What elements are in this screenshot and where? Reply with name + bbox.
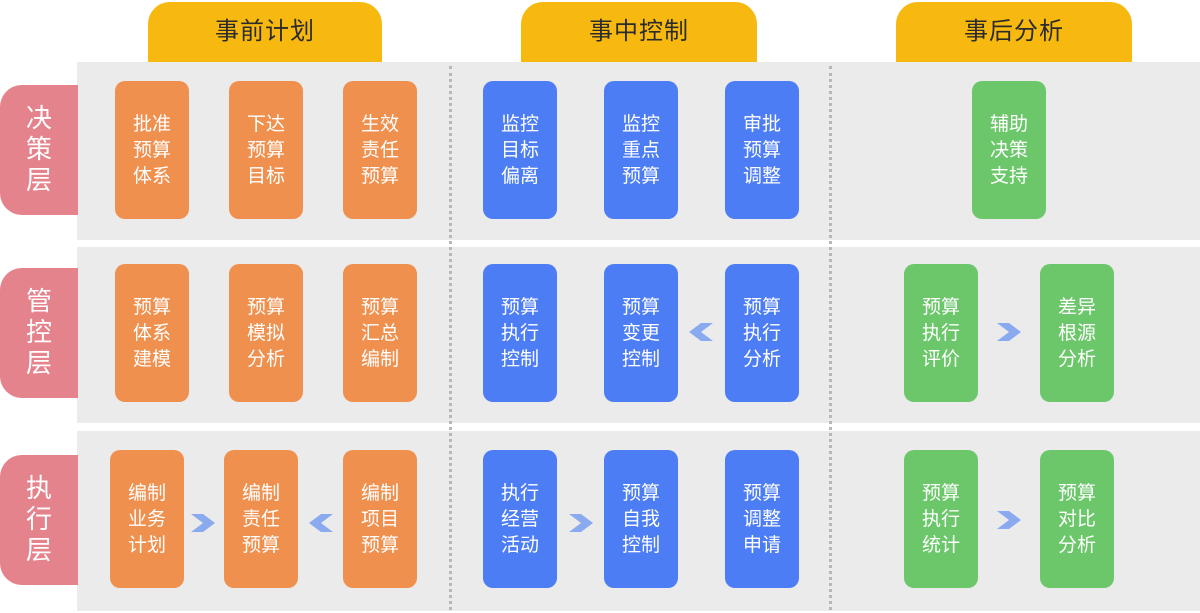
phase-header-pre: 事前计划	[148, 2, 382, 62]
chevron-left-icon	[689, 323, 713, 341]
separator-pre-during	[449, 66, 452, 610]
chevron-right-icon	[997, 323, 1021, 341]
phase-header-post: 事后分析	[896, 2, 1132, 62]
box-budget-adjustment-request: 预算调整申请	[725, 450, 799, 588]
box-budget-comparison-analysis: 预算对比分析	[1040, 450, 1114, 588]
box-budget-execution-control: 预算执行控制	[483, 264, 557, 402]
box-execute-business-activity: 执行经营活动	[483, 450, 557, 588]
box-decision-support: 辅助决策支持	[972, 81, 1046, 219]
separator-during-post	[829, 66, 832, 610]
box-issue-budget-target: 下达预算目标	[229, 81, 303, 219]
box-budget-execution-analysis: 预算执行分析	[725, 264, 799, 402]
chevron-right-icon	[191, 514, 215, 532]
layer-label-execution: 执行层	[0, 455, 78, 585]
box-budget-summary-compile: 预算汇总编制	[343, 264, 417, 402]
chevron-left-icon	[309, 514, 333, 532]
box-compile-project-budget: 编制项目预算	[343, 450, 417, 588]
box-compile-business-plan: 编制业务计划	[110, 450, 184, 588]
box-budget-change-control: 预算变更控制	[604, 264, 678, 402]
box-variance-root-analysis: 差异根源分析	[1040, 264, 1114, 402]
box-approve-budget-system: 批准预算体系	[115, 81, 189, 219]
box-budget-execution-evaluation: 预算执行评价	[904, 264, 978, 402]
phase-header-during: 事中控制	[521, 2, 757, 62]
box-budget-simulation-analysis: 预算模拟分析	[229, 264, 303, 402]
box-monitor-key-budget: 监控重点预算	[604, 81, 678, 219]
box-budget-system-modeling: 预算体系建模	[115, 264, 189, 402]
layer-label-control: 管控层	[0, 268, 78, 398]
box-effective-responsibility-budget: 生效责任预算	[343, 81, 417, 219]
chevron-right-icon	[997, 511, 1021, 529]
box-budget-execution-statistics: 预算执行统计	[904, 450, 978, 588]
layer-label-decision: 决策层	[0, 85, 78, 215]
box-budget-self-control: 预算自我控制	[604, 450, 678, 588]
chevron-right-icon	[569, 514, 593, 532]
box-monitor-target-deviation: 监控目标偏离	[483, 81, 557, 219]
box-compile-responsibility-budget: 编制责任预算	[224, 450, 298, 588]
box-approve-budget-adjustment: 审批预算调整	[725, 81, 799, 219]
